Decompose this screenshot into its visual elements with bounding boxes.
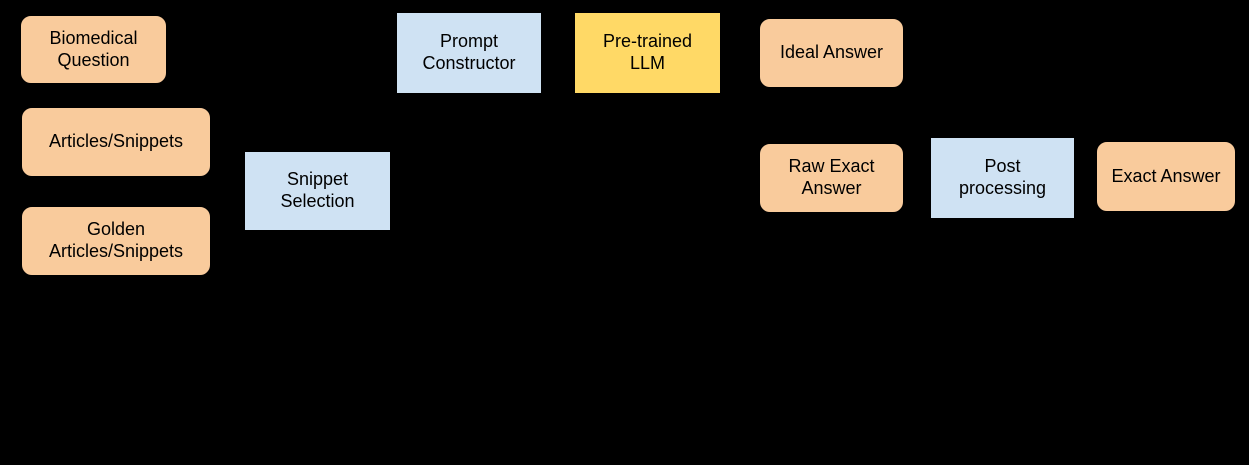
- node-label: Golden Articles/Snippets: [48, 219, 184, 261]
- node-biomedical-question: Biomedical Question: [20, 15, 167, 84]
- node-label: Raw Exact Answer: [788, 156, 875, 198]
- node-golden-articles-snippets: Golden Articles/Snippets: [21, 206, 211, 276]
- node-prompt-constructor: Prompt Constructor: [396, 12, 542, 94]
- node-label: Biomedical Question: [49, 27, 138, 70]
- node-ideal-answer: Ideal Answer: [759, 18, 904, 88]
- node-label: Ideal Answer: [779, 42, 884, 63]
- node-label: Prompt Constructor: [422, 31, 516, 73]
- node-label: Exact Answer: [1111, 165, 1221, 186]
- node-label: Articles/Snippets: [48, 131, 184, 152]
- node-raw-exact-answer: Raw Exact Answer: [759, 143, 904, 213]
- node-exact-answer: Exact Answer: [1096, 141, 1236, 212]
- node-snippet-selection: Snippet Selection: [244, 151, 391, 231]
- node-post-processing: Post processing: [930, 137, 1075, 219]
- node-label: Snippet Selection: [280, 169, 355, 211]
- node-label: Pre-trained LLM: [602, 31, 693, 73]
- node-label: Post processing: [958, 156, 1047, 198]
- node-articles-snippets: Articles/Snippets: [21, 107, 211, 177]
- node-pre-trained-llm: Pre-trained LLM: [574, 12, 721, 94]
